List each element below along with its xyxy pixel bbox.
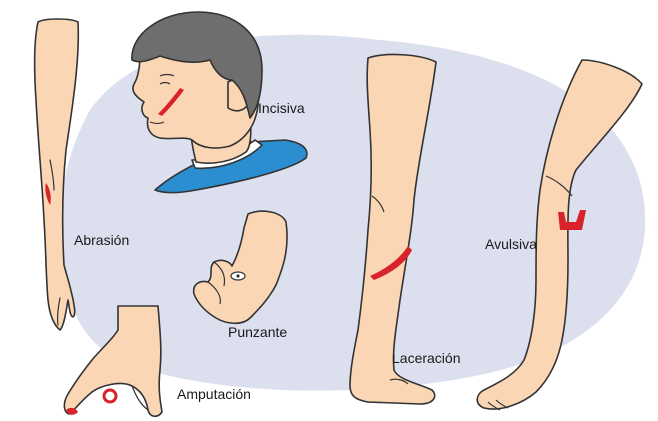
label-avulsiva: Avulsiva [485, 236, 537, 252]
label-laceracion: Laceración [392, 350, 461, 366]
label-incisiva: Incisiva [258, 100, 305, 116]
label-amputacion: Amputación [177, 386, 251, 402]
punzante-wound-center [236, 274, 239, 277]
amputacion-wound [104, 390, 116, 402]
label-punzante: Punzante [228, 324, 287, 340]
label-abrasion: Abrasión [74, 232, 129, 248]
